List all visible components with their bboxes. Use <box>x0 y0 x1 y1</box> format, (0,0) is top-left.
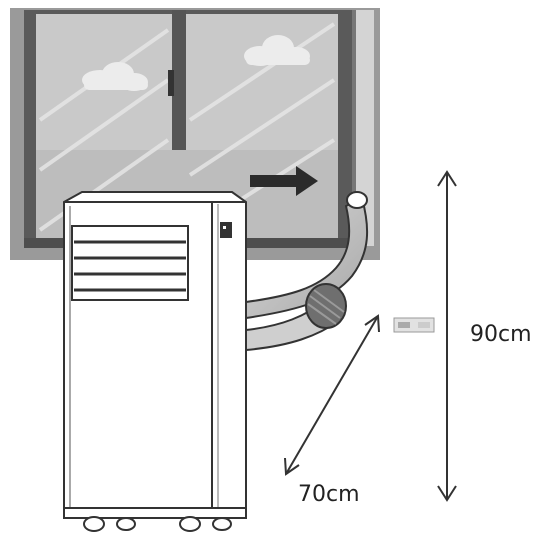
wall-socket-icon <box>393 317 435 333</box>
ac-air-vent <box>71 225 189 301</box>
cloud-icon-left <box>82 62 148 91</box>
distance-dimension-line <box>284 314 380 476</box>
air-conditioner-icon <box>63 191 247 532</box>
ac-wheels <box>83 516 232 532</box>
exhaust-hose-icon <box>245 191 369 352</box>
ac-control-led <box>223 226 226 229</box>
airflow-arrow-icon <box>250 166 318 196</box>
ac-base <box>63 507 247 519</box>
window-side-strip <box>352 10 374 246</box>
height-dimension-line <box>437 170 457 502</box>
height-label: 90cm <box>470 322 532 347</box>
window-handle <box>168 70 174 96</box>
distance-label: 70cm <box>298 482 360 507</box>
ac-control-panel <box>220 222 232 238</box>
cloud-icon-right <box>244 35 310 66</box>
hose-coupling <box>305 283 347 329</box>
window-side-strip-line <box>352 10 356 246</box>
hose-window-outlet <box>346 191 368 209</box>
